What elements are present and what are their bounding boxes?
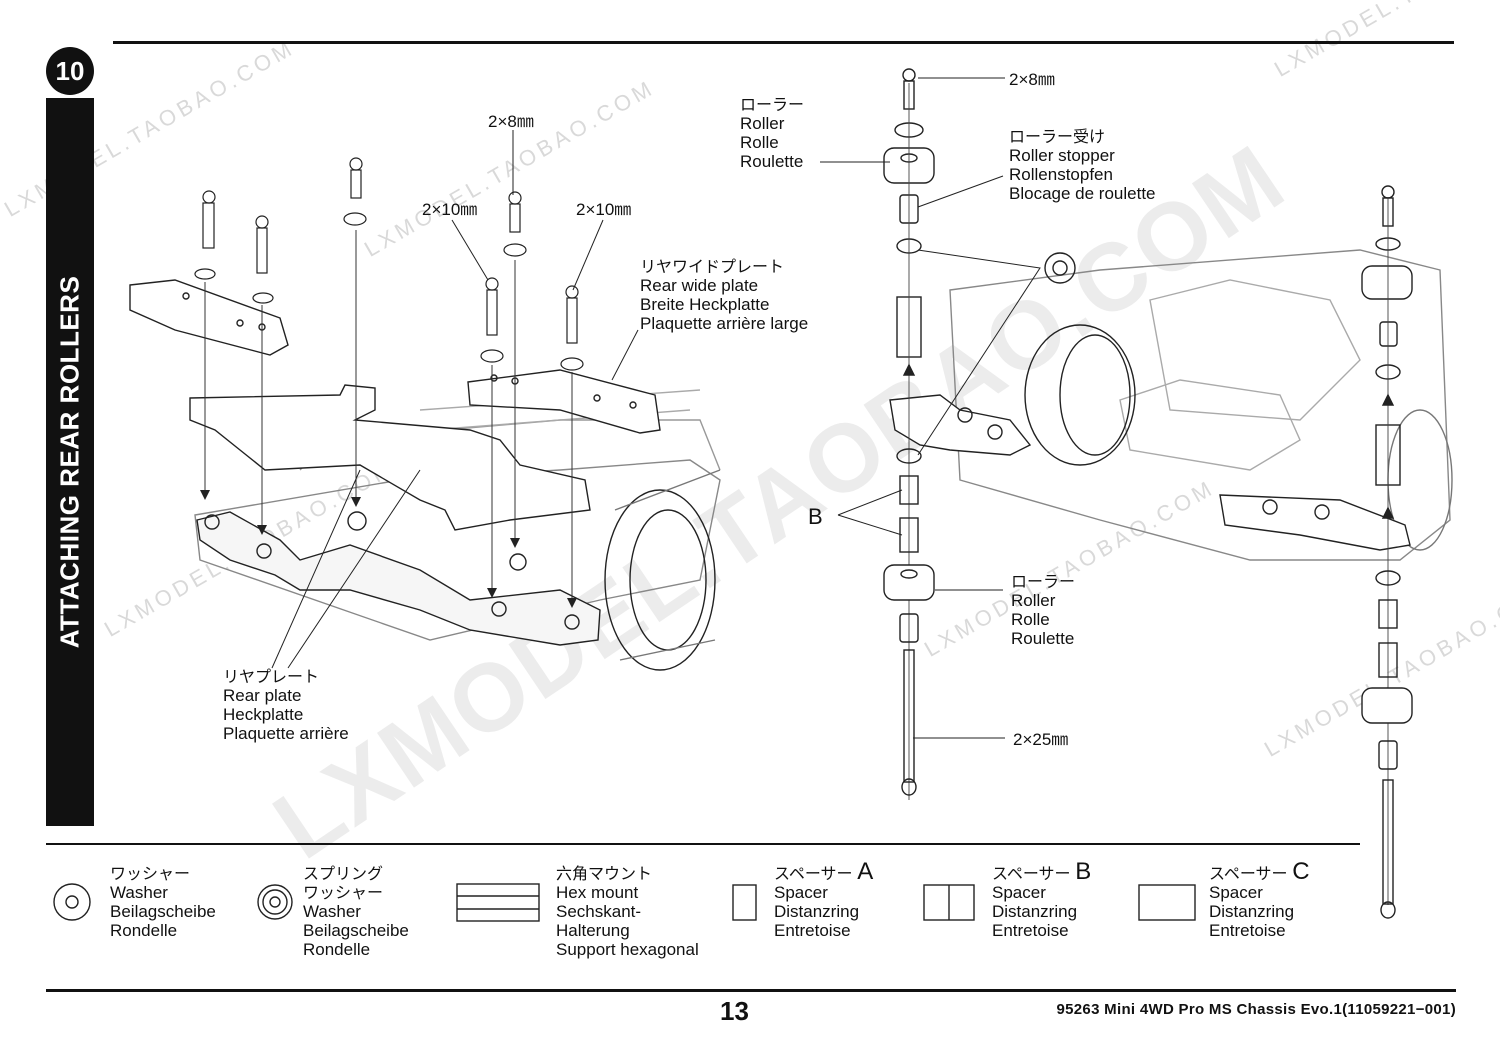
screw-size-label: 2×8㎜: [488, 112, 534, 131]
screw-size-label: 2×10㎜: [422, 200, 478, 219]
screw-size-label: 2×10㎜: [576, 200, 632, 219]
rear-plate-label: リヤプレート Rear plate Heckplatte Plaquette a…: [223, 667, 349, 743]
legend-spring-washer: スプリング ワッシャー Washer Beilagscheibe Rondell…: [303, 864, 409, 959]
legend-spacer-c: スペーサー C Spacer Distanzring Entretoise: [1209, 858, 1310, 941]
legend-icons: [53, 883, 1196, 922]
legend-rule-top: [46, 843, 1360, 845]
rear-wide-plate-label: リヤワイドプレート Rear wide plate Breite Heckpla…: [640, 257, 809, 333]
legend-hex-mount: 六角マウント Hex mount Sechskant- Halterung Su…: [556, 864, 699, 959]
header-rule: [113, 41, 1454, 44]
step-number-badge: 10: [46, 47, 94, 95]
screw-size-label: 2×8㎜: [1009, 70, 1055, 89]
legend-washer: ワッシャー Washer Beilagscheibe Rondelle: [110, 864, 216, 940]
page-number: 13: [720, 996, 749, 1026]
roller-stopper-label: ローラー受け Roller stopper Rollenstopfen Bloc…: [1009, 127, 1156, 203]
legend-spacer-b: スペーサー B Spacer Distanzring Entretoise: [992, 858, 1092, 941]
legend-spacer-a: スペーサー A Spacer Distanzring Entretoise: [774, 858, 874, 941]
screw-size-label: 2×25㎜: [1013, 730, 1069, 749]
product-code: 95263 Mini 4WD Pro MS Chassis Evo.1(1105…: [1056, 1001, 1456, 1018]
roller-label-top: ローラー Roller Rolle Roulette: [740, 95, 805, 171]
roller-label-bottom: ローラー Roller Rolle Roulette: [1011, 572, 1076, 648]
footer-rule: [46, 989, 1456, 992]
step-title-bar: ATTACHING REAR ROLLERS: [46, 98, 94, 826]
spacer-b-callout: B: [808, 504, 823, 529]
